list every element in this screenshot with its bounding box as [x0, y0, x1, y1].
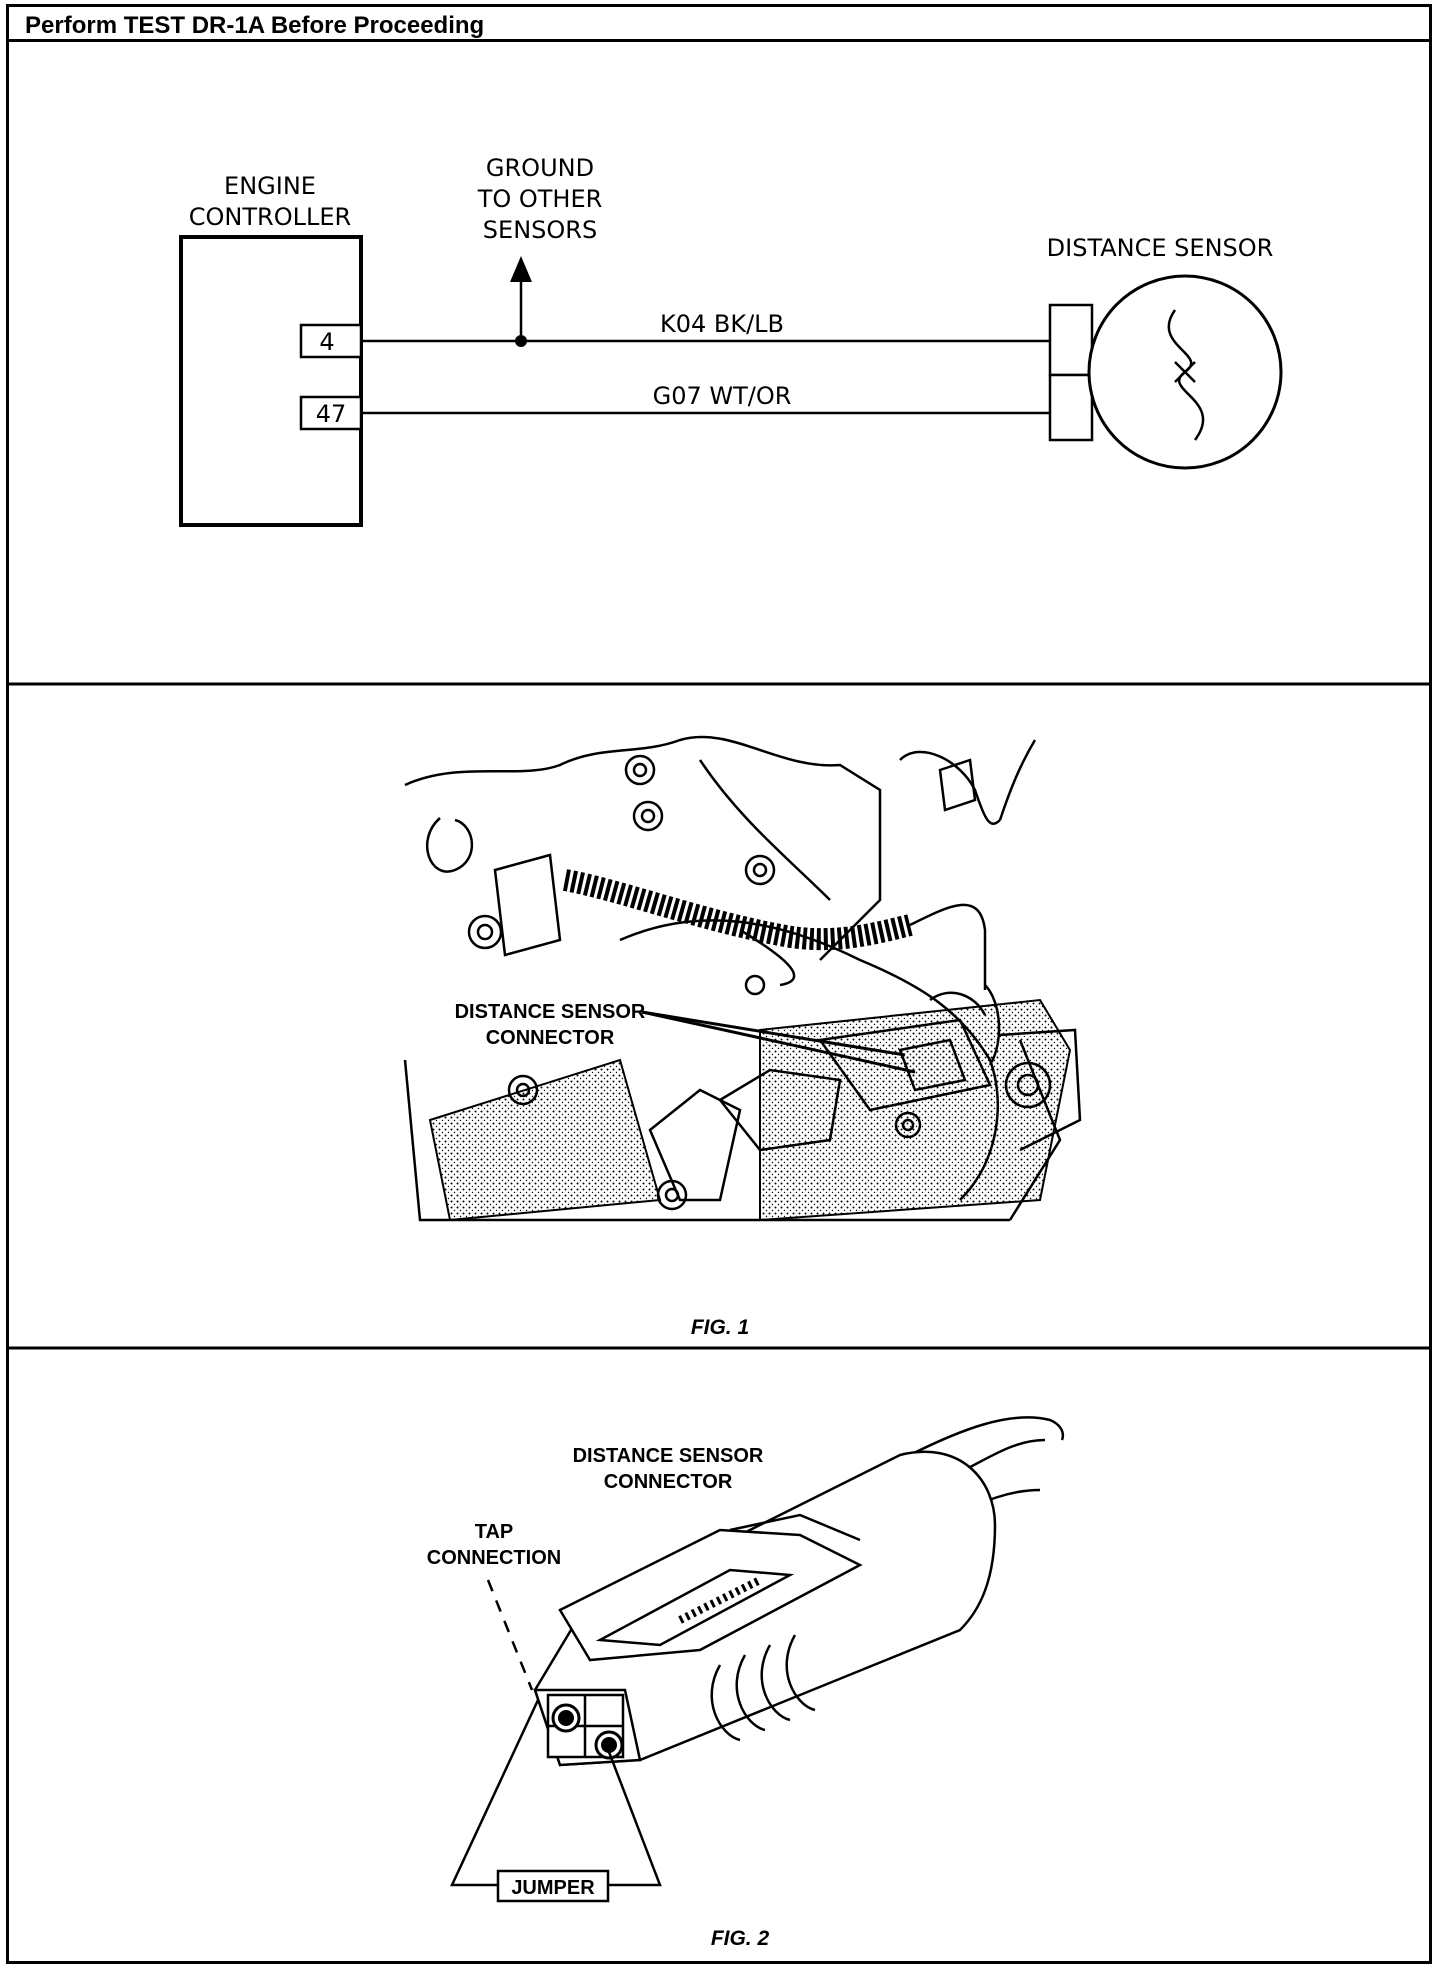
tap-label-line2: CONNECTION [427, 1547, 561, 1569]
engine-controller-box [179, 235, 363, 527]
controller-label-line2: CONTROLLER [189, 203, 351, 231]
fig1-callout: DISTANCE SENSOR CONNECTOR [455, 1001, 916, 1074]
wire-harness-icon [563, 869, 987, 990]
tap-label-line1: TAP [475, 1521, 514, 1543]
ground-label-line2: TO OTHER [477, 185, 603, 213]
ground-label-line1: GROUND [486, 154, 594, 182]
sensor-terminal-bottom [1048, 373, 1094, 442]
sensor-terminal-top [1048, 303, 1094, 377]
ground-label-line3: SENSORS [483, 216, 597, 244]
wiring-schematic: ENGINE CONTROLLER 4 47 K04 BK/LB G07 WT/… [179, 154, 1283, 527]
jumper-wire [450, 1699, 662, 1903]
fig2-connector-label-line2: CONNECTOR [604, 1471, 733, 1493]
connector-illustration [533, 1416, 1065, 1767]
pin-47-box [299, 395, 363, 431]
jumper-box [496, 1869, 610, 1903]
fig1-caption: FIG. 1 [691, 1316, 749, 1339]
engine-illustration [403, 735, 1082, 1222]
clamp-loop [425, 817, 474, 873]
controller-label-line1: ENGINE [224, 172, 316, 200]
distance-sensor-label: DISTANCE SENSOR [1047, 234, 1274, 262]
wire-k04-label: K04 BK/LB [660, 310, 784, 338]
jumper-label: JUMPER [511, 1877, 595, 1899]
tap-leader-dashed [486, 1579, 534, 1691]
bolt-icons [467, 754, 1052, 1211]
header-bar: Perform TEST DR-1A Before Proceeding [6, 4, 1432, 42]
fig1-callout-line2: CONNECTOR [486, 1027, 615, 1049]
wire-g07-label: G07 WT/OR [653, 382, 792, 410]
pin-4-label: 4 [319, 328, 334, 356]
fig2-caption: FIG. 2 [711, 1927, 770, 1950]
page-title: Perform TEST DR-1A Before Proceeding [25, 12, 485, 39]
fig2-connector-label-line1: DISTANCE SENSOR [573, 1445, 764, 1467]
connector-terminal-icons [551, 1703, 624, 1760]
ground-arrow-icon [510, 256, 532, 282]
pin-47-label: 47 [316, 400, 347, 428]
fig1-callout-line1: DISTANCE SENSOR [455, 1001, 646, 1023]
